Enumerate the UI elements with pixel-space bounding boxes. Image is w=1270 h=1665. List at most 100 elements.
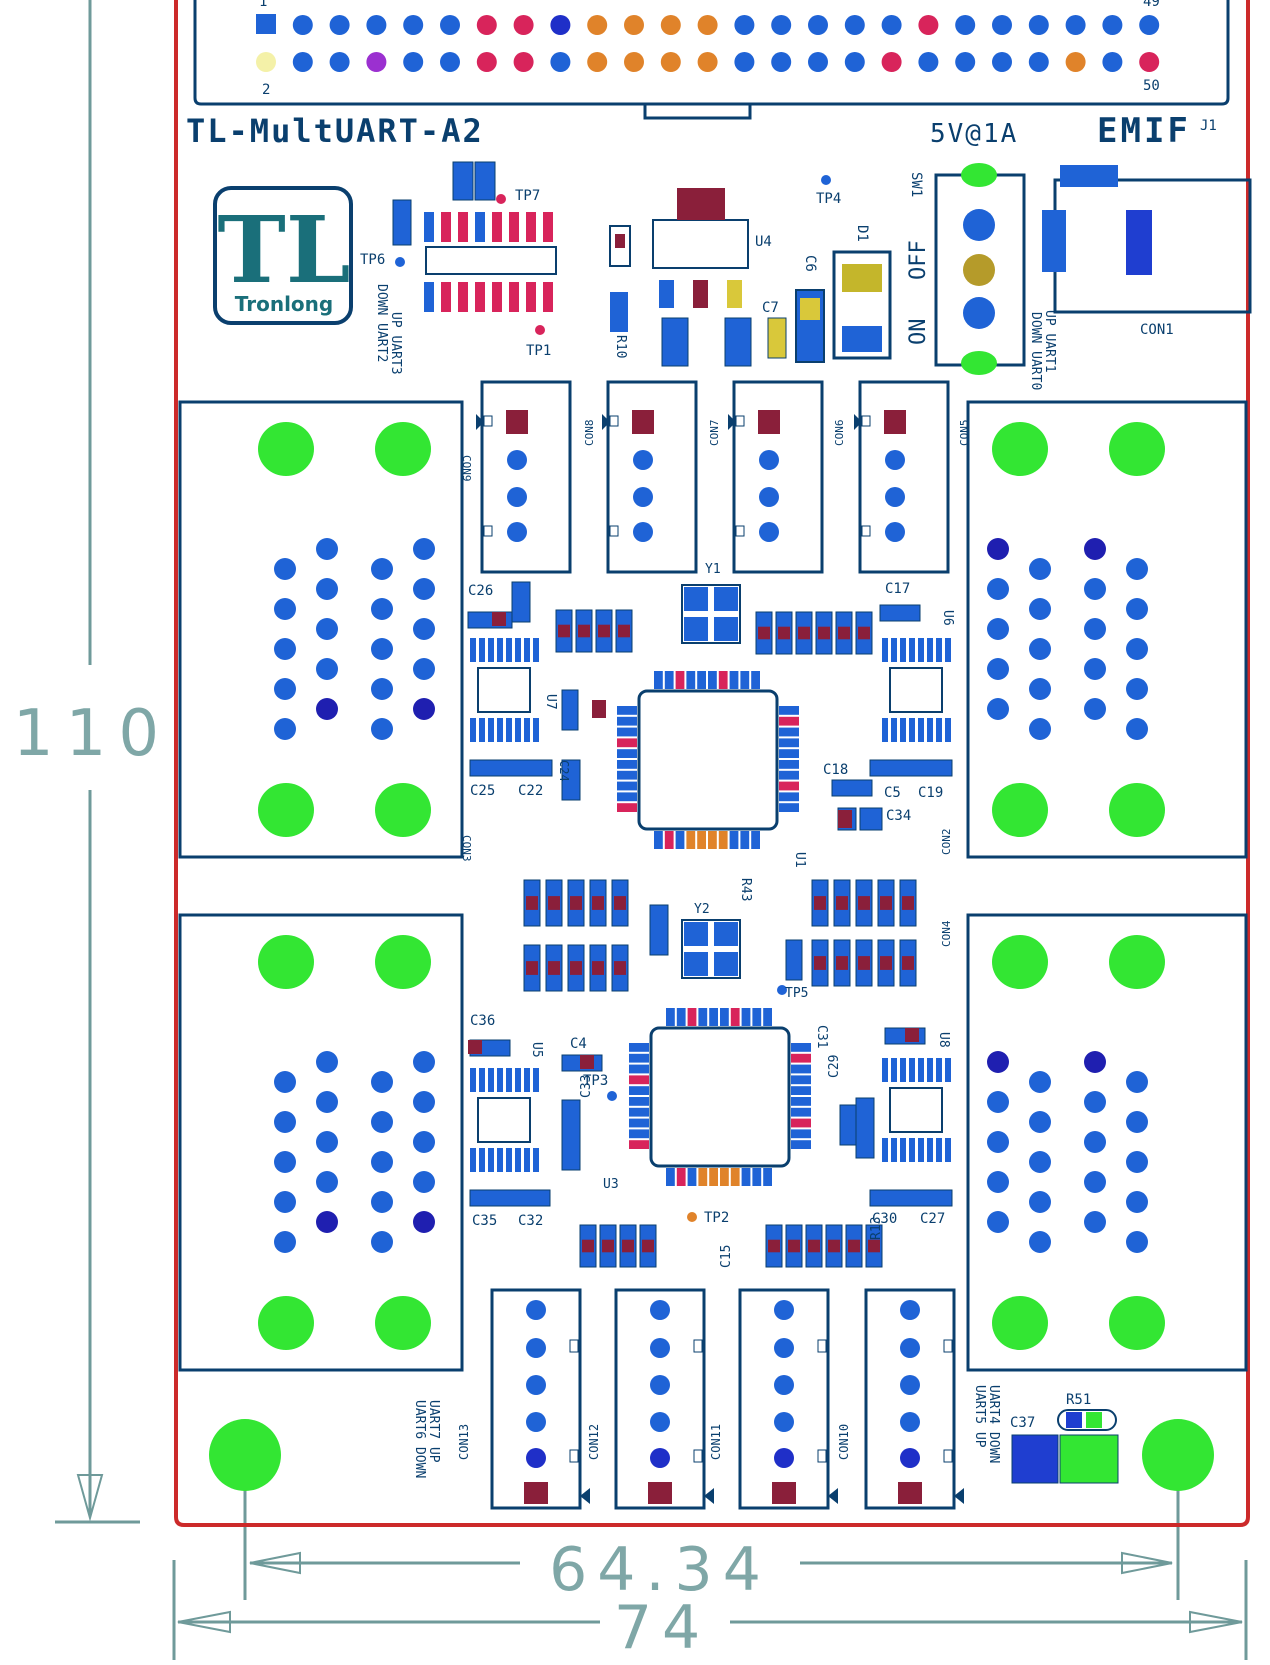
rj45-outline [178, 913, 464, 1372]
header-pin [329, 52, 350, 72]
rj45-pin [413, 1051, 435, 1073]
down-uart0-label: DOWN UART0 [1028, 312, 1043, 390]
terminal-pin [526, 1300, 546, 1320]
qfn-pad [779, 706, 799, 715]
rj45-pin [1029, 1191, 1051, 1213]
rj45-shield-pad [1109, 422, 1165, 476]
tronlong-logo: TL Tronlong [213, 186, 353, 325]
qfn-pad [779, 792, 799, 802]
header-pin [992, 52, 1012, 72]
resistor-band [814, 956, 826, 970]
rj45-pin [413, 1131, 435, 1153]
terminal-pin [650, 1300, 670, 1320]
rj45-pin [371, 718, 393, 740]
u7-transceiver-pin [497, 638, 503, 662]
terminal-pin [885, 487, 905, 507]
rj45-pin [371, 1231, 393, 1253]
u7-transceiver-pin [488, 718, 494, 742]
terminal-pin [759, 487, 779, 507]
qfn-pad [779, 803, 799, 812]
rj45-pin [274, 558, 296, 580]
rj45-pin [274, 1071, 296, 1093]
c7-label: C7 [762, 300, 779, 316]
u6-transceiver-pin [936, 638, 942, 662]
qfn-pad [720, 1168, 729, 1186]
con7-label: CON7 [708, 420, 721, 447]
qfn-pad [654, 671, 663, 689]
u7-transceiver-pin [506, 718, 512, 742]
header-pin [1139, 15, 1160, 35]
y1-label: Y1 [705, 562, 721, 577]
rj45-shield-pad [992, 935, 1048, 989]
rj45-pin [371, 1151, 393, 1173]
u6-transceiver-pin [927, 718, 933, 742]
u2-pin [458, 282, 468, 312]
rj45-pin [316, 538, 338, 560]
terminal-key [735, 525, 745, 537]
c6-label: C6 [802, 255, 818, 272]
u6-transceiver-pin [882, 718, 888, 742]
capacitor [561, 1099, 581, 1171]
terminal-pin [650, 1412, 670, 1432]
resistor-band [582, 1239, 594, 1253]
rj45-pin [274, 598, 296, 620]
rj45-pin [987, 538, 1009, 560]
qfn-pad [741, 1168, 751, 1186]
u8-transceiver-pin [900, 1058, 906, 1082]
header-pin [624, 15, 644, 35]
on-label: ON [906, 319, 931, 346]
y1-crystal-pad [714, 617, 738, 641]
header-pin [256, 52, 276, 72]
qfn-pad [617, 760, 637, 769]
rj45-pin [371, 1071, 393, 1093]
c29-label: C29 [827, 1055, 842, 1078]
rj45-pin [1084, 698, 1106, 720]
qfn-pad [629, 1118, 649, 1128]
u8-transceiver-pin [909, 1058, 915, 1082]
qfn-pad [779, 738, 799, 748]
terminal-key [609, 415, 619, 427]
rj45-pin [413, 538, 435, 560]
u5-transceiver-pin [470, 1068, 476, 1092]
header-pin [476, 15, 497, 35]
rj45-pin [1084, 578, 1106, 600]
qfn-pad [629, 1064, 649, 1074]
rj45-pin [1084, 1171, 1106, 1193]
terminal-pin [900, 1448, 920, 1468]
terminal-pin [650, 1448, 670, 1468]
resistor-band [598, 624, 610, 638]
header-pin [403, 52, 424, 72]
qfn-pad [709, 1168, 718, 1186]
u2-pin [526, 212, 536, 242]
resistor-band [868, 1239, 880, 1253]
con13-label: CON13 [457, 1424, 471, 1460]
u3-label: U3 [603, 1177, 619, 1192]
u6-transceiver-pin [927, 638, 933, 662]
u8-transceiver-pin [927, 1138, 933, 1162]
qfn-pad [791, 1118, 811, 1128]
terminal-key [569, 1339, 579, 1353]
u5-transceiver-pin [470, 1148, 476, 1172]
y2-crystal-pad [684, 952, 708, 976]
rj45-shield-pad [258, 1296, 314, 1350]
terminal-pin [526, 1448, 546, 1468]
con4-label: CON4 [940, 920, 953, 947]
u8-transceiver-pin [900, 1138, 906, 1162]
u8-transceiver-pin [918, 1058, 924, 1082]
terminal-key [861, 415, 871, 427]
rj45-pin [1126, 1111, 1148, 1133]
resistor-band [768, 1239, 780, 1253]
resistor-band [548, 896, 560, 910]
terminal-key [817, 1339, 827, 1353]
r51-label: R51 [1066, 1392, 1091, 1408]
qfn-pad [629, 1097, 649, 1106]
terminal-key [483, 525, 493, 537]
rj45-pin [413, 578, 435, 600]
header-pin [1102, 52, 1123, 72]
rj45-pin [1084, 538, 1106, 560]
c22-label: C22 [518, 783, 543, 799]
terminal-pin [900, 1300, 920, 1320]
u2-pin [458, 212, 468, 242]
terminal-pin [759, 450, 779, 470]
terminal-block [490, 1288, 582, 1510]
